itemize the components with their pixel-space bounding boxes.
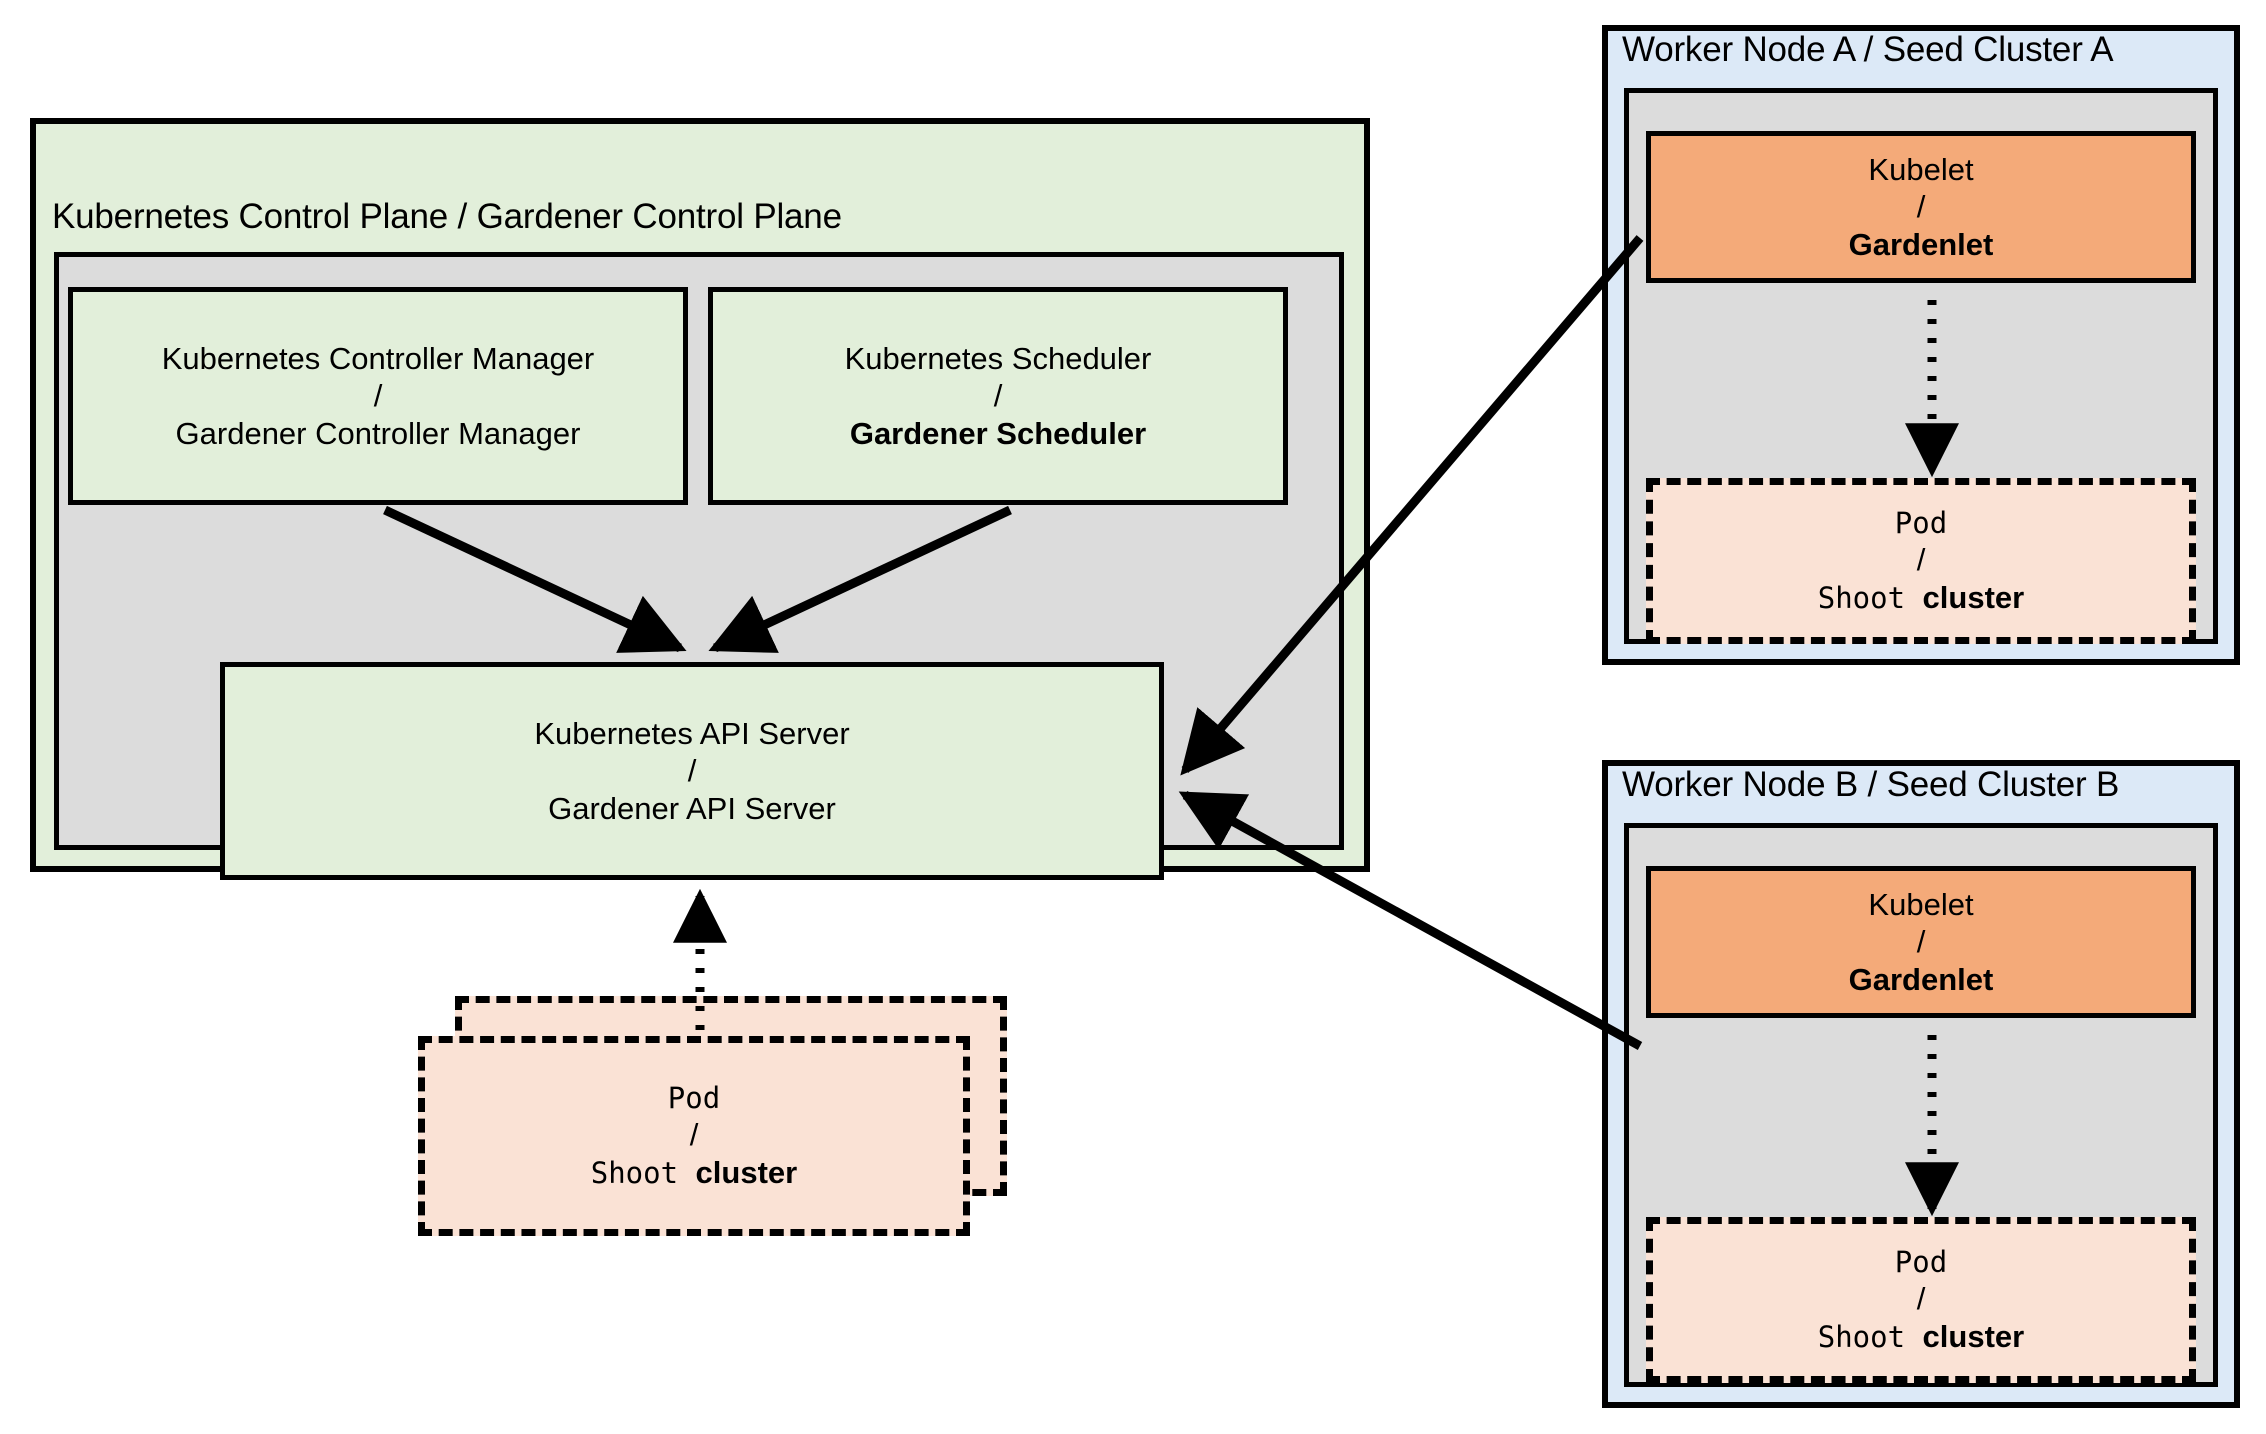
worker-node-b-pod-line2-mono: Shoot — [1817, 1319, 1906, 1354]
worker-node-b-kubelet-line2: Gardenlet — [1848, 961, 1994, 997]
worker-node-b-kubelet-separator: / — [1916, 924, 1926, 960]
worker-node-b-pod-line1: Pod — [1894, 1244, 1948, 1279]
kubernetes-scheduler-box[interactable]: Kubernetes Scheduler / Gardener Schedule… — [708, 287, 1288, 505]
controller-manager-separator: / — [373, 378, 383, 414]
kubernetes-api-server-box[interactable]: Kubernetes API Server / Gardener API Ser… — [220, 662, 1164, 880]
worker-node-a-kubelet-line1: Kubelet — [1868, 151, 1974, 187]
worker-node-a-pod-box[interactable]: Pod / Shoot cluster — [1646, 478, 2196, 644]
worker-node-b-kubelet-line1: Kubelet — [1868, 886, 1974, 922]
scheduler-line1: Kubernetes Scheduler — [844, 340, 1152, 376]
worker-node-a-pod-separator: / — [1916, 541, 1926, 577]
scheduler-separator: / — [993, 378, 1003, 414]
control-plane-title: Kubernetes Control Plane / Gardener Cont… — [52, 197, 842, 236]
worker-node-b-kubelet-box[interactable]: Kubelet / Gardenlet — [1646, 866, 2196, 1018]
control-plane-pod-line2: Shoot cluster — [591, 1153, 797, 1193]
worker-node-a-pod-line2-mono: Shoot — [1817, 580, 1906, 615]
controller-manager-line2: Gardener Controller Manager — [175, 415, 581, 451]
worker-node-a-pod-line2-bold: cluster — [1922, 579, 2025, 615]
worker-node-a-kubelet-separator: / — [1916, 189, 1926, 225]
control-plane-pod-line2-mono: Shoot — [590, 1155, 679, 1190]
worker-node-b-pod-separator: / — [1916, 1280, 1926, 1316]
worker-node-a-kubelet-line2: Gardenlet — [1848, 226, 1994, 262]
api-server-line2: Gardener API Server — [548, 790, 836, 826]
control-plane-pod-separator: / — [689, 1116, 699, 1152]
controller-manager-line1: Kubernetes Controller Manager — [161, 340, 595, 376]
kubernetes-controller-manager-box[interactable]: Kubernetes Controller Manager / Gardener… — [68, 287, 688, 505]
api-server-separator: / — [687, 753, 697, 789]
control-plane-pod-line2-bold: cluster — [695, 1154, 798, 1190]
worker-node-b-pod-line2: Shoot cluster — [1818, 1317, 2024, 1357]
worker-node-b-title: Worker Node B / Seed Cluster B — [1622, 765, 2120, 804]
worker-node-a-title: Worker Node A / Seed Cluster A — [1622, 30, 2114, 69]
control-plane-pod-line1: Pod — [667, 1080, 721, 1115]
worker-node-a-kubelet-box[interactable]: Kubelet / Gardenlet — [1646, 131, 2196, 283]
api-server-line1: Kubernetes API Server — [534, 715, 850, 751]
worker-node-a-pod-line2: Shoot cluster — [1818, 578, 2024, 618]
control-plane-pod-box[interactable]: Pod / Shoot cluster — [418, 1036, 970, 1236]
worker-node-b-pod-line2-bold: cluster — [1922, 1318, 2025, 1354]
worker-node-b-pod-box[interactable]: Pod / Shoot cluster — [1646, 1217, 2196, 1383]
scheduler-line2: Gardener Scheduler — [849, 415, 1147, 451]
worker-node-a-pod-line1: Pod — [1894, 505, 1948, 540]
